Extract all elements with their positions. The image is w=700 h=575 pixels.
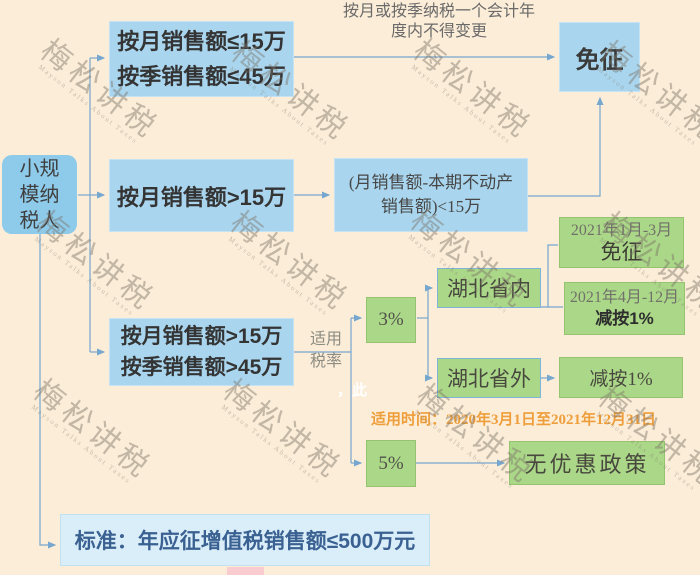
pink-bottom-sliver bbox=[227, 567, 264, 575]
node-hubei-inside: 湖北省内 bbox=[437, 268, 541, 308]
white-text-artifact: ，此 bbox=[336, 382, 367, 399]
q2-date: 2021年4月-12月 bbox=[569, 288, 680, 306]
node-reduced-1-percent: 减按1% bbox=[559, 357, 683, 398]
node-monthly-gt-15: 按月销售额>15万 bbox=[109, 159, 294, 232]
node-hubei-outside: 湖北省外 bbox=[437, 358, 541, 398]
label-apply-rate: 适用 税率 bbox=[309, 331, 342, 370]
node-monthly-le-15: 按月销售额≤15万 按季销售额≤45万 bbox=[109, 21, 294, 97]
label-apply-time: 适用时间：2020年3月1日至2021年12月31日 bbox=[371, 412, 657, 428]
node-gt15-gt45: 按月销售额>15万 按季销售额>45万 bbox=[109, 318, 294, 386]
node-exempt-top: 免征 bbox=[559, 22, 640, 92]
node-standard: 标准：年应征增值税销售额≤500万元 bbox=[60, 514, 430, 566]
note-accounting-year: 按月或按季纳税一个会计年 度内不得变更 bbox=[342, 3, 535, 40]
node-small-scale-taxpayer: 小规 模纳 税人 bbox=[2, 155, 77, 234]
node-minus-real-estate: (月销售额-本期不动产 销售额)<15万 bbox=[334, 158, 528, 232]
node-2021-q2-reduced: 2021年4月-12月 减按1% bbox=[564, 282, 685, 335]
q1-result: 免征 bbox=[600, 240, 643, 264]
q2-result: 减按1% bbox=[595, 308, 654, 328]
q1-date: 2021年1月-3月 bbox=[570, 222, 673, 239]
node-2021-q1-exempt: 2021年1月-3月 免征 bbox=[559, 217, 684, 268]
node-no-preferential-policy: 无优惠政策 bbox=[509, 441, 665, 485]
node-rate-3: 3% bbox=[366, 297, 416, 343]
node-rate-5: 5% bbox=[366, 440, 416, 487]
